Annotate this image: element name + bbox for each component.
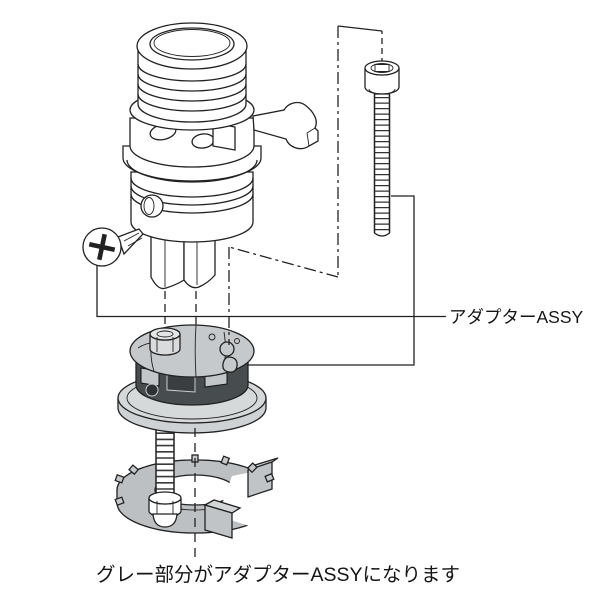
- lever-clip-illustration: [252, 101, 319, 150]
- caption-text: グレー部分がアダプターASSYになります: [96, 564, 460, 586]
- toothed-clamp-ring-illustration: [114, 454, 312, 546]
- hex-socket-bolt-illustration: [364, 60, 400, 237]
- adapter-assy-label: アダプターASSY: [449, 307, 584, 327]
- leader-lines: [96, 25, 446, 366]
- adapter-disc-illustration: [117, 324, 267, 434]
- valve-cartridge-illustration: [122, 22, 262, 290]
- disc-hex-bolt-illustration: [149, 327, 181, 356]
- phillips-screw-illustration: [82, 227, 144, 267]
- threaded-rod-illustration: [148, 414, 182, 528]
